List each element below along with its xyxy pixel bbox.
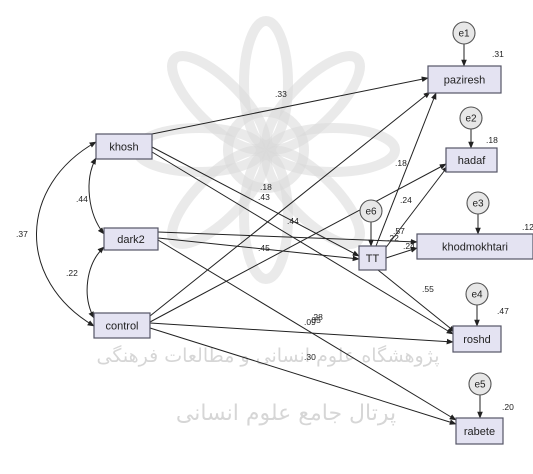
variable-control: control [93,312,151,339]
error-term-e4: e4 [465,282,489,306]
error-label-e3: e3 [472,199,484,210]
r-squared-khodmokhtari: .12 [522,222,533,232]
path-coefficient-dark2-TT: .45 [258,243,270,253]
error-label-e4: e4 [471,290,483,301]
r-squared-rabete: .20 [502,402,514,412]
path-coefficient-TT-paziresh: .18 [395,158,407,168]
variable-label-dark2: dark2 [117,234,145,246]
watermark-line-2: پرتال جامع علوم انسانی [176,401,396,426]
path-coefficient-control-roshd: .05 [309,315,321,325]
error-label-e5: e5 [474,380,486,391]
path-dark2-TT [157,237,360,262]
path-TT-roshd [377,269,456,333]
path-coefficient-TT-khodmokhtari: .24 [403,241,415,251]
paths-layer [36,44,483,425]
variable-label-hadaf: hadaf [458,155,486,167]
r-squared-TT: .22 [387,233,399,243]
variable-label-control: control [105,321,138,333]
path-control-hadaf [149,163,447,323]
variable-label-paziresh: paziresh [444,75,486,87]
path-coefficient-dark2-khodmokhtari: .57 [393,226,405,236]
error-term-e2: e2 [459,106,483,130]
error-term-e5: e5 [468,372,492,396]
variable-dark2: dark2 [103,227,159,251]
coefficients-layer: .44.22.37.33.44.28.45.57.09.18.43.05.30.… [16,49,533,412]
correlation-value-khosh-dark2: .44 [76,194,88,204]
path-khosh-TT [151,146,360,257]
variable-TT: TT [358,245,387,271]
correlation-khosh-control [36,141,97,327]
path-coefficient-control-paziresh: .18 [260,182,272,192]
correlation-value-dark2-control: .22 [66,268,78,278]
path-dark2-rabete [157,239,457,421]
watermark-emblem [132,16,400,284]
variable-label-roshd: roshd [463,334,491,346]
error-label-e1: e1 [458,29,470,40]
variable-label-rabete: rabete [464,426,495,438]
path-coefficient-TT-roshd: .55 [422,284,434,294]
r-squared-hadaf: .18 [486,135,498,145]
path-dark2-khodmokhtari [157,231,418,245]
error-label-e6: e6 [365,207,377,218]
error-label-e2: e2 [465,114,477,125]
path-coefficient-dark2-rabete: .09 [304,317,316,327]
path-coefficient-control-hadaf: .43 [258,192,270,202]
path-khosh-paziresh [151,76,429,135]
variables-layer: e1 e2 e3 e4 e5 e6 khosh dark2 control TT paziresh h… [93,21,533,445]
watermark-line-1: پژوهشگاه علوم انسانی و مطالعات فرهنگی [97,344,440,367]
variable-label-TT: TT [366,253,380,265]
variable-paziresh: paziresh [427,65,502,94]
path-coefficient-TT-hadaf: .24 [400,195,412,205]
variable-roshd: roshd [452,325,502,353]
variable-khodmokhtari: khodmokhtari [416,233,533,260]
path-control-paziresh [149,91,431,317]
variable-label-khosh: khosh [109,142,138,154]
path-coefficient-khosh-paziresh: .33 [275,89,287,99]
r-squared-paziresh: .31 [492,49,504,59]
path-TT-paziresh [375,92,437,247]
r-squared-roshd: .47 [497,306,509,316]
watermark: پژوهشگاه علوم انسانی و مطالعات فرهنگی پرت… [97,16,440,426]
error-term-e3: e3 [466,191,490,215]
variable-khosh: khosh [95,133,153,160]
path-khosh-roshd [151,151,454,335]
path-control-rabete [149,327,457,425]
variable-label-khodmokhtari: khodmokhtari [442,242,508,254]
correlation-value-khosh-control: .37 [16,229,28,239]
error-term-e1: e1 [452,21,476,45]
variable-rabete: rabete [455,417,504,445]
path-TT-khodmokhtari [385,247,418,259]
path-control-roshd [149,322,454,345]
path-coefficient-control-rabete: .30 [304,352,316,362]
correlation-khosh-dark2 [88,157,105,235]
correlation-dark2-control [86,246,105,319]
path-coefficient-khosh-roshd: .28 [311,312,323,322]
path-coefficient-khosh-TT: .44 [287,216,299,226]
path-TT-hadaf [383,165,449,251]
variable-hadaf: hadaf [445,147,498,173]
error-term-e6: e6 [359,199,383,223]
